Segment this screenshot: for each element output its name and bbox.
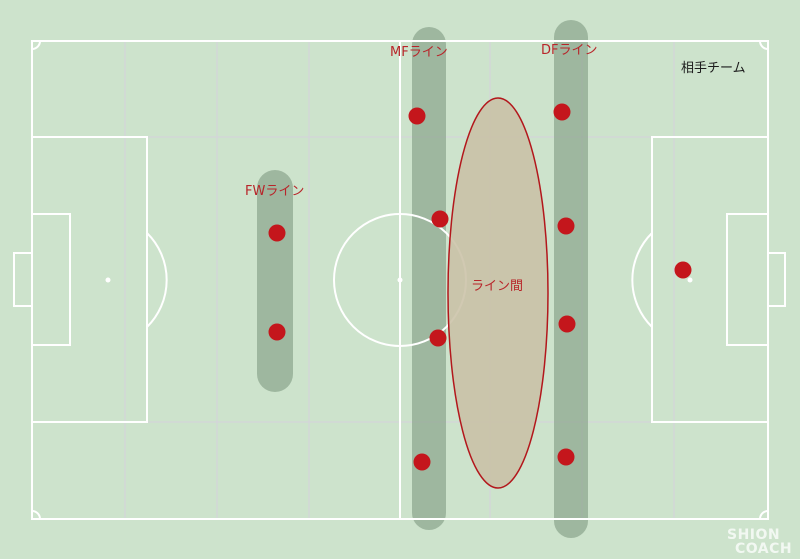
mf-player (408, 107, 426, 125)
fw-player (268, 224, 286, 242)
df-player (557, 448, 575, 466)
between-lines-zone (447, 97, 549, 489)
mf-player (429, 329, 447, 347)
pitch-markings (13, 40, 786, 520)
pitch-spots (105, 277, 693, 283)
opponent-players (268, 103, 692, 471)
df-player (558, 315, 576, 333)
df-player (557, 217, 575, 235)
fw-line-lane (257, 170, 293, 392)
df-player (553, 103, 571, 121)
fw-player (268, 323, 286, 341)
mf-player (413, 453, 431, 471)
goalkeeper (674, 261, 692, 279)
df-line-label: DFライン (541, 43, 598, 58)
mf-player (431, 210, 449, 228)
between-lines-label: ライン間 (471, 279, 523, 294)
opponent-team-label: 相手チーム (681, 61, 746, 76)
watermark-line1: SHION (727, 527, 780, 543)
df-line-lane (554, 20, 588, 538)
watermark-line2: COACH (735, 541, 792, 557)
fw-line-label: FWライン (245, 184, 304, 199)
mf-line-lane (412, 27, 446, 530)
mf-line-label: MFライン (390, 45, 448, 60)
